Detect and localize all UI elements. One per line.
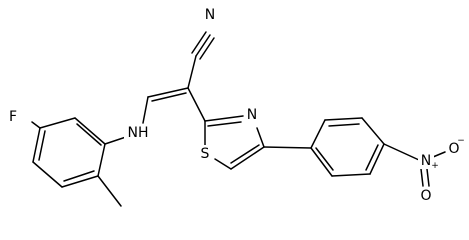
- nitro-o-bottom-label: O: [420, 188, 431, 204]
- fluoromethylphenyl-ring: [31, 117, 122, 207]
- nitro-n-label-bg: [418, 152, 434, 169]
- ring-b-bond-3: [361, 117, 385, 145]
- nitrile-triple-bond-1: [199, 37, 215, 60]
- nitro-n-charge: +: [431, 161, 439, 171]
- ring-b-double-3: [315, 147, 334, 171]
- ring-a-bond-5: [39, 117, 76, 129]
- nitro-o-top-label: O: [448, 141, 459, 157]
- nitrile-triple-bond-3: [191, 31, 207, 54]
- nitro-o-top-charge: −: [457, 136, 465, 146]
- thiazole-c2-n3-inner: [207, 121, 242, 127]
- nitrile-n-label-bg: [202, 7, 219, 24]
- ring-b-bond-6: [310, 147, 333, 177]
- amine-label-bg: [124, 124, 152, 141]
- nitrile-c-to-alkene: [187, 55, 197, 89]
- ring-a-bond-2: [61, 175, 99, 188]
- nitro-n-o-single-bond: [432, 151, 446, 158]
- nitro-group: [420, 151, 446, 187]
- nitro-o-top-label-bg: [446, 140, 462, 157]
- nitro-n-o-double-bond-2: [426, 168, 430, 187]
- alkene-linker: [142, 87, 206, 124]
- fluorine-bond: [31, 121, 41, 129]
- amine-label: NH: [128, 125, 149, 141]
- thiazole-s-label-bg: [197, 145, 213, 162]
- ring-a-bond-4: [32, 127, 41, 163]
- thiazole-s-label: S: [201, 146, 210, 162]
- nitrile-group: [187, 31, 215, 89]
- thiazole-n-label-bg: [244, 107, 260, 124]
- ring-a-bond-1: [97, 143, 106, 177]
- vinyl-to-amine-bond: [142, 96, 149, 124]
- nitro-o-bottom-label-bg: [418, 187, 434, 204]
- ring-to-nitro-bond: [383, 143, 420, 161]
- ring-a-bond-6: [74, 117, 106, 145]
- ring-a-bond-3: [32, 161, 63, 188]
- ring-a-double-1: [63, 170, 95, 182]
- atom-labels: N F NH N S N + O − O: [5, 7, 465, 204]
- thiazole-c4-c5: [230, 146, 265, 170]
- thiazole-n-label: N: [247, 107, 257, 123]
- nitrile-n-label: N: [205, 7, 215, 23]
- alkene-double-bond-inner: [151, 92, 187, 102]
- methyl-bond: [97, 175, 122, 207]
- ring-b-double-2: [365, 144, 379, 171]
- nitrile-triple-bond-2: [195, 34, 211, 57]
- ring-b-bond-4: [369, 143, 385, 175]
- thiazole-c5-s1: [214, 158, 232, 170]
- ring-a-double-3: [76, 123, 102, 146]
- thiazole-ring: [204, 115, 312, 170]
- molecule-structure-diagram: N F NH N S N + O − O: [5, 7, 465, 207]
- fluorine-label-bg: [5, 108, 21, 125]
- alkene-to-thiazole-bond: [187, 87, 206, 122]
- nitrophenyl-ring: [310, 117, 420, 177]
- ring-b-bond-1: [310, 119, 326, 149]
- ring-b-bond-2: [324, 117, 363, 121]
- nitro-n-o-double-bond-1: [420, 168, 424, 187]
- alkene-double-bond-outer: [147, 87, 189, 98]
- thiazole-n3-c4: [256, 127, 265, 148]
- ring-b-bond-5: [331, 173, 371, 177]
- thiazole-c2-n3-outer: [204, 115, 244, 122]
- nitro-n-label: N: [421, 153, 431, 169]
- ring-a-double-2: [38, 130, 46, 161]
- ring-b-double-1: [328, 123, 360, 127]
- fluorine-label: F: [9, 109, 17, 125]
- thiazole-c4-c5-double: [230, 144, 260, 164]
- thiazole-to-phenyl-bond: [263, 146, 312, 149]
